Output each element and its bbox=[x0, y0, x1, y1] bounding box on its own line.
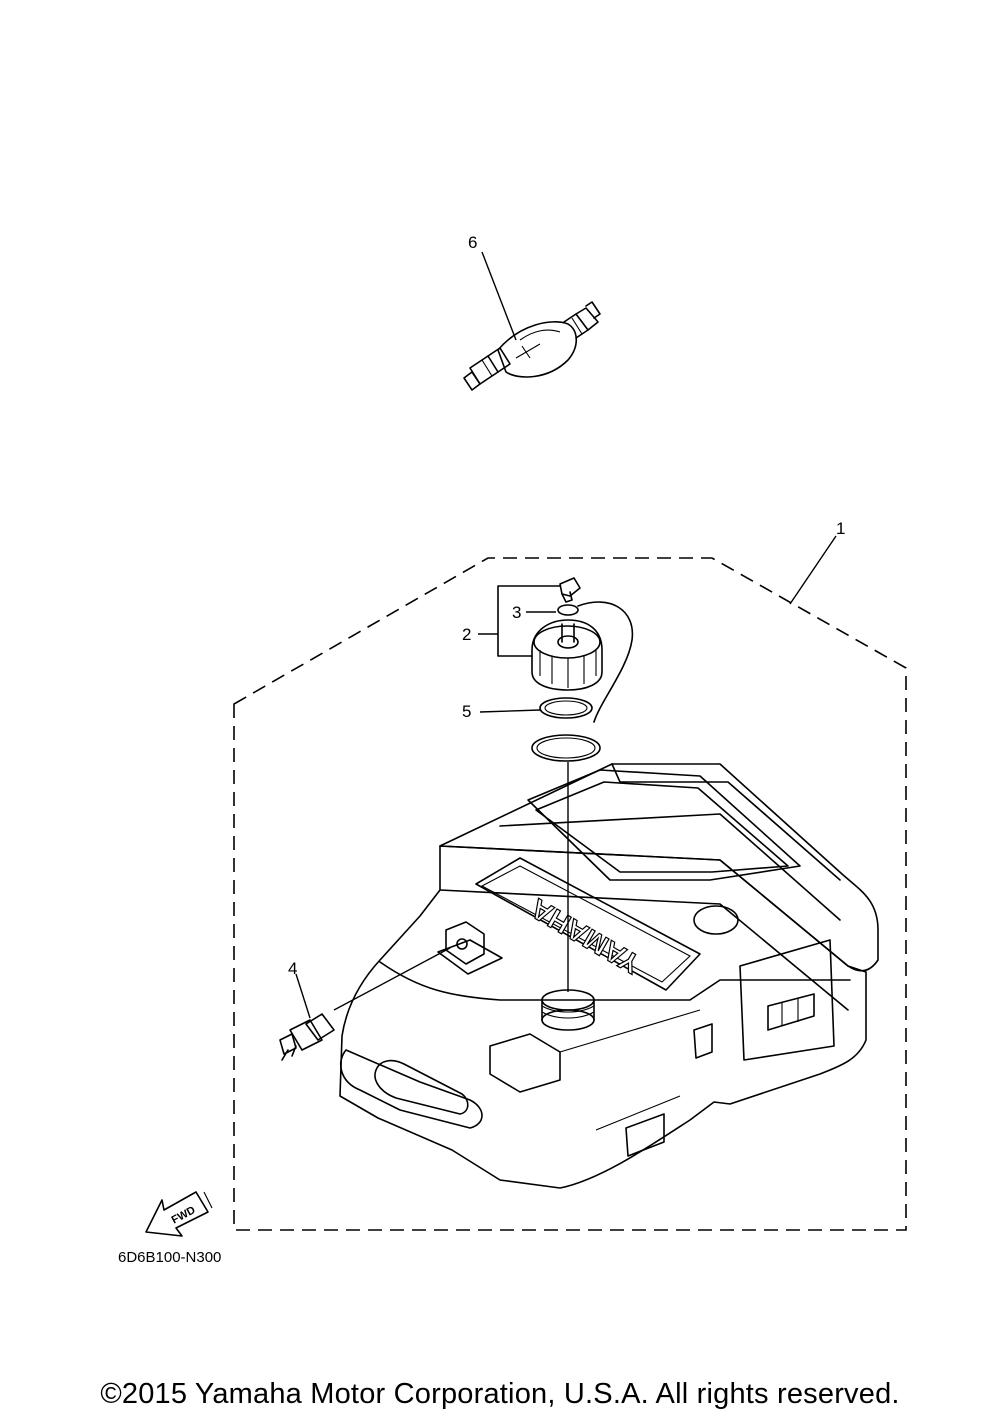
primer-bulb-part bbox=[463, 301, 601, 391]
copyright-notice: ©2015 Yamaha Motor Corporation, U.S.A. A… bbox=[100, 1378, 900, 1410]
callout-5: 5 bbox=[462, 702, 471, 721]
callout-4: 4 bbox=[288, 959, 297, 978]
fwd-direction-arrow: FWD bbox=[145, 1191, 213, 1237]
tank-cap bbox=[531, 601, 634, 723]
callout-6: 6 bbox=[468, 233, 477, 252]
callout-3: 3 bbox=[512, 603, 521, 622]
fwd-label: FWD bbox=[170, 1204, 198, 1226]
cap-gasket bbox=[539, 697, 593, 719]
fuel-tank: YAMAHA bbox=[339, 763, 879, 1189]
callout-1: 1 bbox=[836, 519, 845, 538]
tank-brand-logo: YAMAHA bbox=[525, 893, 645, 980]
filler-gasket bbox=[531, 734, 601, 762]
callout-2: 2 bbox=[462, 625, 471, 644]
vent-screw bbox=[557, 577, 581, 616]
assembly-boundary bbox=[233, 557, 907, 1231]
fuel-connector bbox=[279, 947, 451, 1061]
diagram-code: 6D6B100-N300 bbox=[118, 1249, 221, 1266]
